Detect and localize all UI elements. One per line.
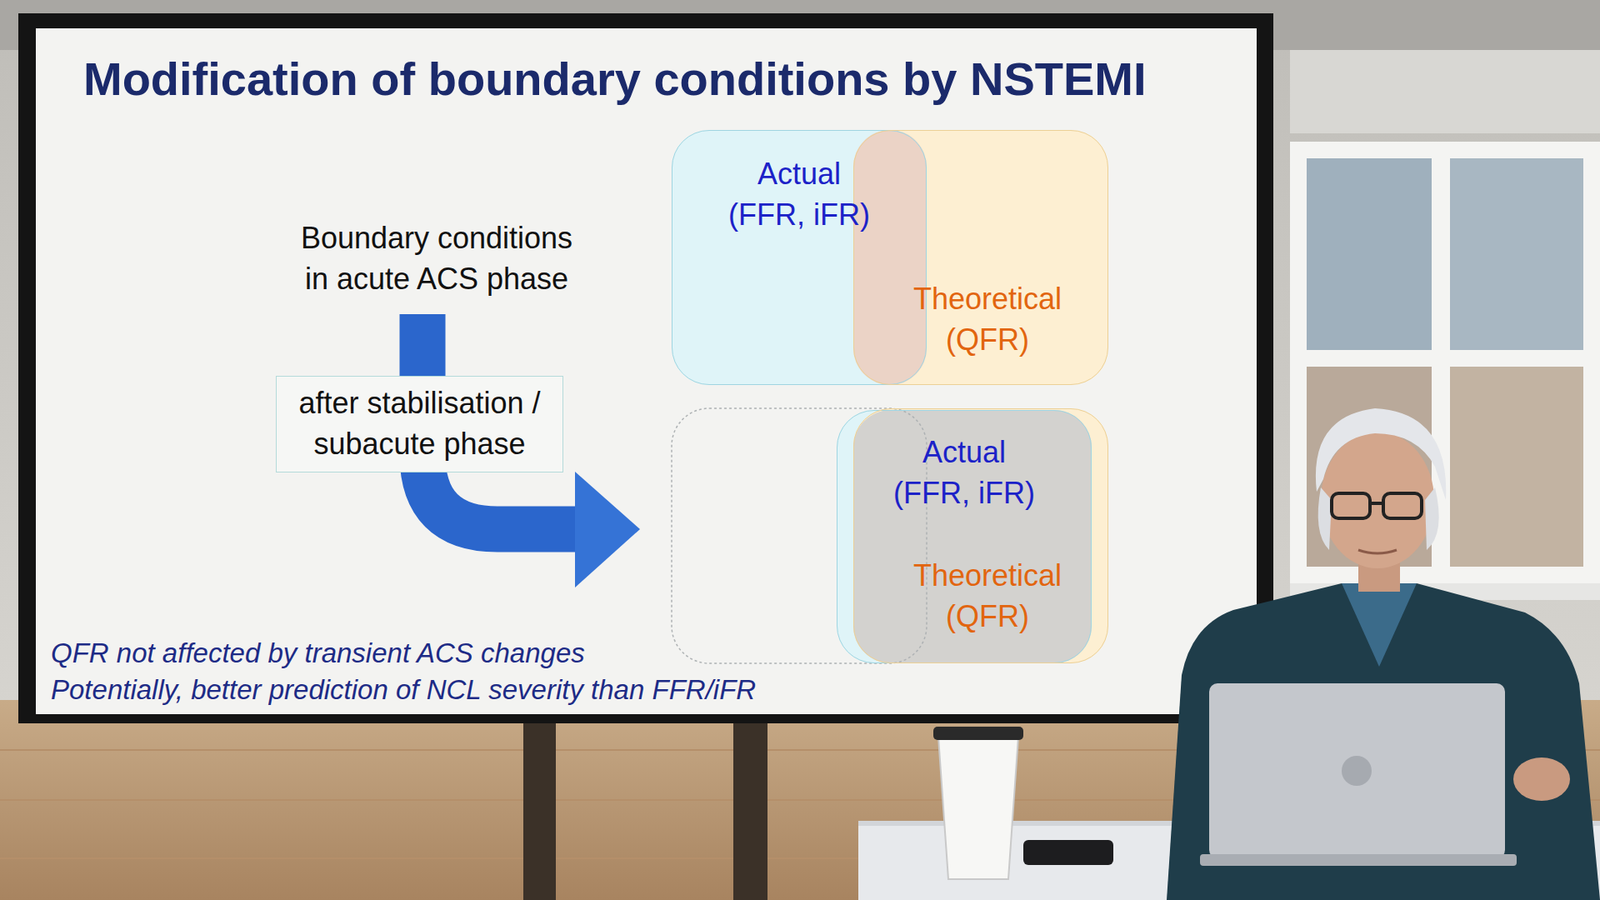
phase-box: after stabilisation / subacute phase <box>275 375 564 473</box>
node-text: Actual (FFR, iFR) <box>720 154 879 235</box>
slide-title: Modification of boundary conditions by N… <box>83 51 1147 106</box>
footnote: Potentially, better prediction of NCL se… <box>50 671 968 710</box>
node-text: after stabilisation / subacute phase <box>295 383 545 465</box>
node-text: Actual (FFR, iFR) <box>885 432 1044 514</box>
footnote: QFR not affected by transient ACS change… <box>50 635 968 673</box>
node-text: Theoretical (QFR) <box>898 279 1078 360</box>
node-text: Theoretical (QFR) <box>898 555 1078 637</box>
phase-heading: Boundary conditions in acute ACS phase <box>290 218 583 300</box>
venn-set: Theoretical (QFR) <box>853 130 1109 385</box>
venn-set: Actual (FFR, iFR) <box>671 130 927 385</box>
